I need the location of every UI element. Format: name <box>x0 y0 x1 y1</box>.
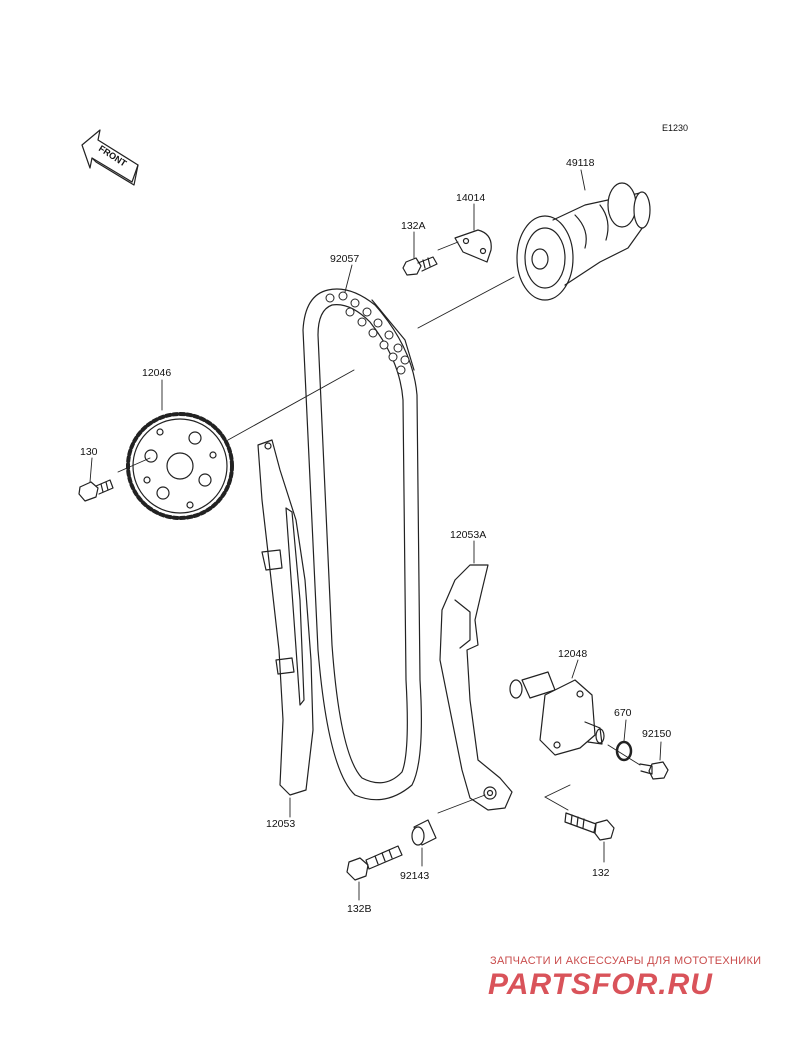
label-cam-sprocket: 12046 <box>142 367 171 379</box>
o-ring <box>615 740 633 762</box>
label-sprocket-bolt: 130 <box>80 446 98 458</box>
diagram-code: E1230 <box>662 123 688 133</box>
tensioner <box>509 671 605 756</box>
chain-guide-rear <box>439 564 513 811</box>
cam-chain <box>302 288 422 801</box>
bolt-92150 <box>639 761 669 780</box>
bolt-132 <box>564 812 615 841</box>
label-camshaft: 49118 <box>566 157 595 169</box>
front-arrow-icon <box>81 129 139 186</box>
bolt-130 <box>78 479 114 502</box>
label-tensioner-bolt-small: 92150 <box>642 728 671 740</box>
watermark-tagline: ЗАПЧАСТИ И АКСЕССУАРЫ ДЛЯ МОТОТЕХНИКИ <box>490 955 761 967</box>
collar <box>411 819 437 846</box>
leader-lines <box>89 169 662 901</box>
label-chain-guide-rear: 12053A <box>450 529 486 541</box>
label-chain-guide-front: 12053 <box>266 818 295 830</box>
watermark-brand: PARTSFOR.RU <box>488 968 713 1001</box>
label-plate: 14014 <box>456 192 485 204</box>
bolt-132a <box>402 256 438 276</box>
label-collar: 92143 <box>400 870 429 882</box>
plate <box>454 229 492 263</box>
cam-sprocket <box>126 412 234 520</box>
label-plate-bolt: 132A <box>401 220 426 232</box>
bolt-132b <box>346 845 403 881</box>
label-tensioner-bolt: 132 <box>592 867 610 879</box>
label-o-ring: 670 <box>614 707 632 719</box>
label-chain: 92057 <box>330 253 359 265</box>
label-guide-bolt: 132B <box>347 903 372 915</box>
label-tensioner: 12048 <box>558 648 587 660</box>
chain-guide-front <box>257 439 314 796</box>
camshaft <box>516 182 651 301</box>
